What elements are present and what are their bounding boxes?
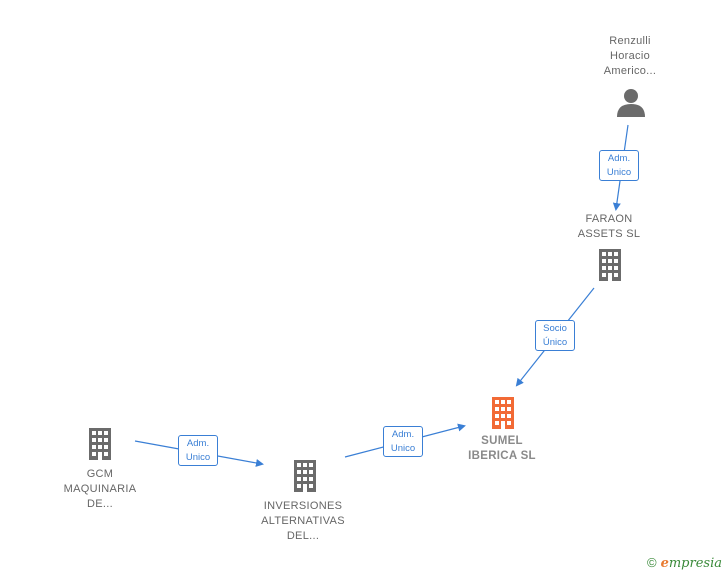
building-icon-faraon[interactable]: [599, 249, 621, 281]
building-icon-inversiones[interactable]: [294, 460, 316, 492]
brand-initial: e: [660, 556, 669, 571]
edge-label-renzulli-faraon[interactable]: Adm. Unico: [599, 150, 639, 181]
brand-name: mpresia: [668, 556, 722, 571]
edge-label-faraon-sumel[interactable]: Socio Único: [535, 320, 575, 351]
building-icon-gcm[interactable]: [89, 428, 111, 460]
brand-logo[interactable]: ©empresia: [647, 555, 722, 571]
node-label-faraon[interactable]: FARAON ASSETS SL: [577, 213, 641, 240]
person-icon[interactable]: [617, 89, 645, 117]
copyright-symbol: ©: [646, 555, 657, 570]
node-label-gcm[interactable]: GCM MAQUINARIA DE...: [63, 468, 137, 510]
node-label-inversiones[interactable]: INVERSIONES ALTERNATIVAS DEL...: [261, 500, 345, 542]
edge-label-gcm-inversiones[interactable]: Adm. Unico: [178, 435, 218, 466]
building-icon-sumel[interactable]: [492, 397, 514, 429]
edge-label-inversiones-sumel[interactable]: Adm. Unico: [383, 426, 423, 457]
node-label-renzulli[interactable]: Renzulli Horacio Americo...: [603, 35, 657, 77]
node-label-sumel[interactable]: SUMEL IBERICA SL: [468, 435, 536, 462]
